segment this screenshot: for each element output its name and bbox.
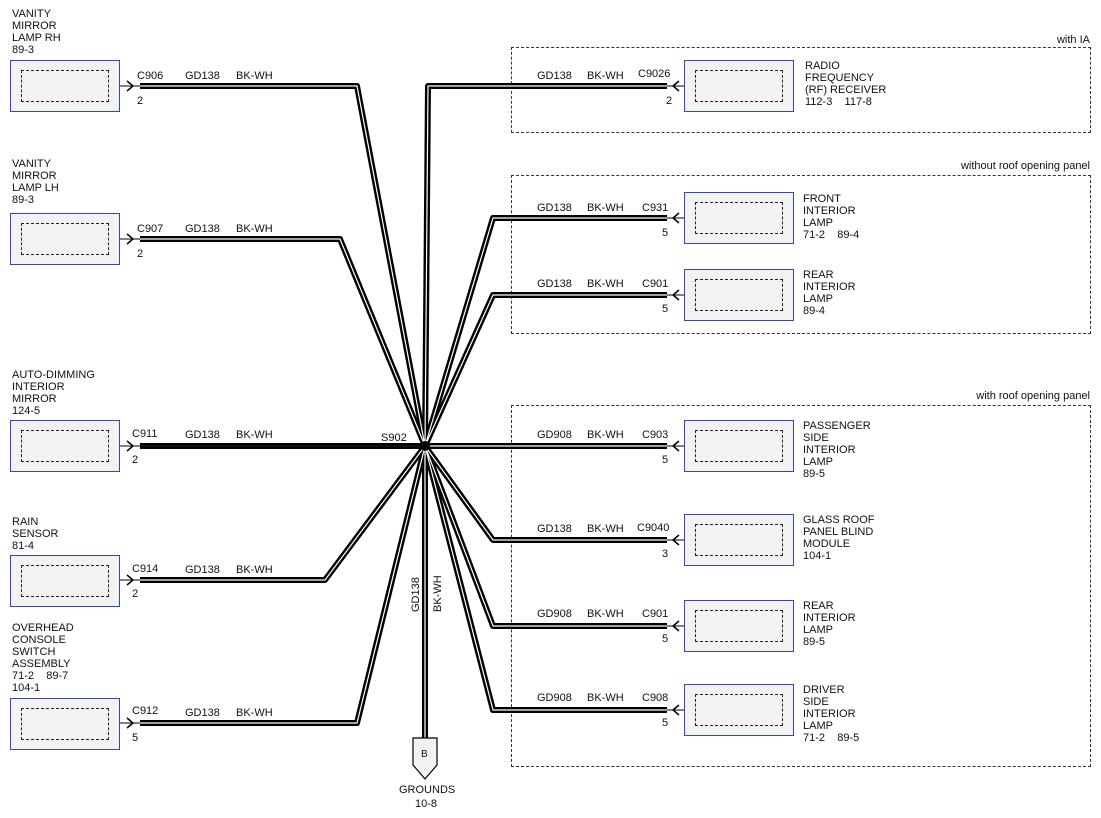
component-rf-receiver [684,60,794,112]
right-3-wire: GD908 [537,429,572,441]
left-1-color: BK-WH [236,223,273,235]
group-without-roof-panel-label: without roof opening panel [960,160,1090,172]
left-2-wire: GD138 [185,429,220,441]
splice-label: S902 [381,432,407,444]
component-passenger-side-lamp [684,420,794,472]
right-0-pin: 2 [666,95,673,107]
right-3-pin: 5 [662,454,669,466]
ground-wire-label: GD138 [410,577,422,612]
left-0-wire: GD138 [185,70,220,82]
left-2-color: BK-WH [236,429,273,441]
component-glass-roof-blind-module [684,514,794,566]
group-with-ia-label: with IA [1056,34,1090,46]
ground-ref: 10-8 [415,798,438,810]
right-5-connector: C901 [642,608,669,620]
component-rear-interior-lamp-b [684,600,794,652]
wire-c931 [422,215,667,447]
component-driver-side-lamp [684,684,794,736]
right-0-wire: GD138 [537,70,572,82]
ground-letter: B [421,749,428,760]
right-2-pin: 5 [662,303,669,315]
left-0-pin: 2 [137,95,144,107]
left-3-pin: 2 [132,588,139,600]
right-3-connector: C903 [642,429,669,441]
ground-color-label: BK-WH [432,575,444,612]
right-2-color: BK-WH [587,278,624,290]
group-without-roof-panel [511,175,1091,334]
left-3-wire: GD138 [185,564,220,576]
right-4-connector: C9040 [637,522,670,534]
wire-c906 [140,83,428,447]
right-1-color: BK-WH [587,202,624,214]
ground-name: GROUNDS [399,784,456,796]
right-1-wire: GD138 [537,202,572,214]
left-1-connector: C907 [137,223,164,235]
left-3-color: BK-WH [236,564,273,576]
right-6-wire: GD908 [537,692,572,704]
left-4-connector: C912 [132,705,159,717]
wire-c901b [422,444,667,629]
group-with-ia [511,47,1091,133]
wire-c9026 [422,83,667,447]
ground-symbol [412,737,438,780]
splice-s902 [420,441,430,451]
right-2-connector: C901 [642,278,669,290]
right-3-color: BK-WH [587,429,624,441]
right-0-connector: C9026 [638,68,671,80]
right-4-pin: 3 [662,548,669,560]
right-5-color: BK-WH [587,608,624,620]
wire-c908 [422,445,667,713]
right-1-pin: 5 [662,227,669,239]
left-4-wire: GD138 [185,707,220,719]
right-1-connector: C931 [642,202,669,214]
component-overhead-console [10,698,120,750]
component-rain-sensor [10,555,120,607]
left-3-connector: C914 [132,563,159,575]
left-1-wire: GD138 [185,223,220,235]
left-0-connector: C906 [137,70,164,82]
right-2-wire: GD138 [537,278,572,290]
right-4-color: BK-WH [587,523,624,535]
left-0-color: BK-WH [236,70,273,82]
left-2-connector: C911 [132,428,158,440]
left-4-color: BK-WH [236,707,273,719]
component-auto-dimming-mirror [10,420,120,472]
right-6-color: BK-WH [587,692,624,704]
wire-c912 [140,445,428,726]
right-0-color: BK-WH [587,70,624,82]
left-4-pin: 5 [132,732,139,744]
group-with-roof-panel [511,405,1091,767]
group-with-roof-panel-label: with roof opening panel [976,390,1090,402]
component-rear-interior-lamp-a [684,269,794,321]
right-5-wire: GD908 [537,608,572,620]
right-4-wire: GD138 [537,523,572,535]
right-6-pin: 5 [662,717,669,729]
left-2-pin: 2 [132,454,139,466]
right-6-connector: C908 [642,692,669,704]
wire-c914 [140,444,428,583]
left-1-pin: 2 [137,248,144,260]
right-5-pin: 5 [662,633,669,645]
component-vanity-mirror-rh [10,60,120,112]
component-vanity-mirror-lh [10,213,120,265]
component-front-interior-lamp [684,192,794,244]
